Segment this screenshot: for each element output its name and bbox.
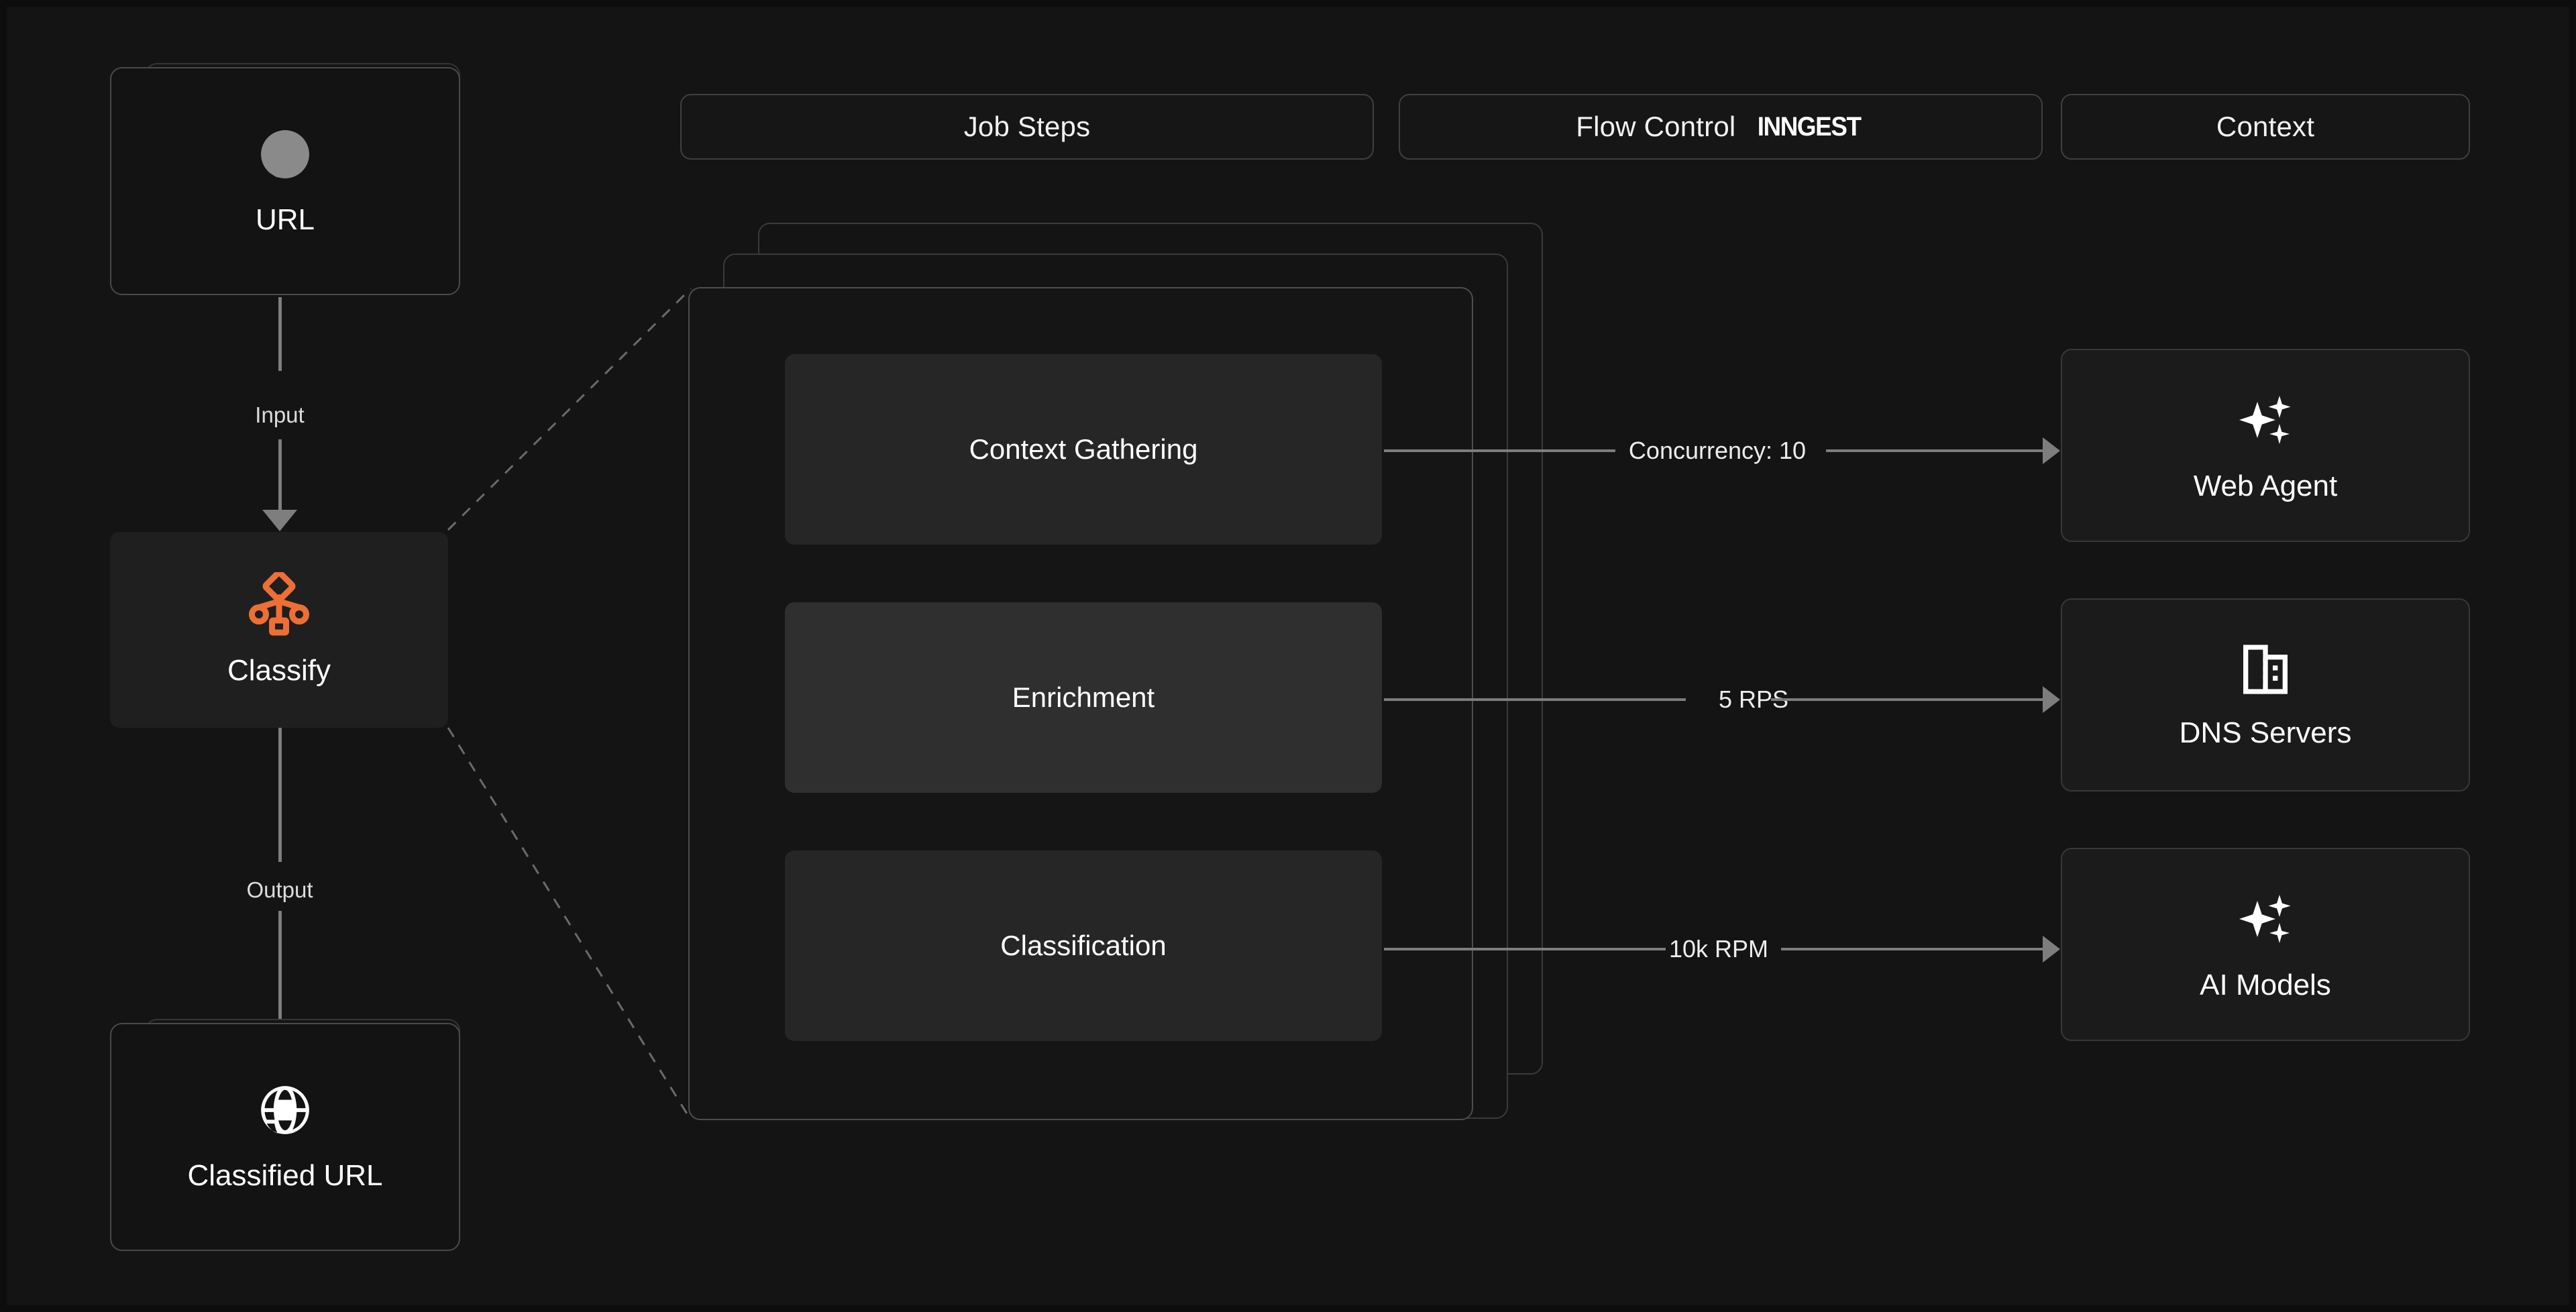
- output-card-classified-url[interactable]: Classified URL: [110, 1019, 460, 1251]
- sparkles-icon: [2233, 388, 2298, 452]
- globe-icon: [256, 1081, 314, 1139]
- edge-line-output-top: [278, 728, 282, 862]
- flow-line-3-right: [1781, 948, 2051, 950]
- process-node-label: Classify: [227, 654, 331, 687]
- flow-label-rpm: 10k RPM: [1668, 935, 1769, 963]
- output-card-label: Classified URL: [187, 1159, 383, 1192]
- flow-line-2-right: [1771, 698, 2051, 701]
- edge-arrow-input: [262, 510, 297, 531]
- input-card-front: URL: [110, 67, 460, 295]
- globe-icon: [256, 125, 314, 183]
- step-box-enrichment[interactable]: Enrichment: [785, 602, 1382, 793]
- header-pill-context[interactable]: Context: [2061, 94, 2470, 160]
- context-card-label: Web Agent: [2193, 470, 2338, 502]
- inngest-logo-text: INNGEST: [1758, 111, 1862, 142]
- context-card-label: AI Models: [2200, 969, 2331, 1001]
- flow-line-1-right: [1826, 449, 2051, 452]
- edge-line-input-bottom: [278, 439, 282, 516]
- header-label-flow-control: Flow Control: [1576, 111, 1736, 142]
- flow-line-2-left: [1384, 698, 1686, 701]
- edge-label-input: Input: [255, 402, 305, 427]
- step-box-context-gathering[interactable]: Context Gathering: [785, 354, 1382, 545]
- context-card-label: DNS Servers: [2179, 716, 2352, 749]
- flow-line-1-left: [1384, 449, 1615, 452]
- header-pill-flow-control[interactable]: Flow Control INNGEST: [1399, 94, 2043, 160]
- step-label: Classification: [1000, 930, 1167, 961]
- context-card-ai-models[interactable]: AI Models: [2061, 848, 2470, 1041]
- step-label: Enrichment: [1012, 681, 1155, 713]
- sparkles-icon: [2233, 887, 2298, 951]
- context-card-dns-servers[interactable]: DNS Servers: [2061, 598, 2470, 791]
- output-card-front: Classified URL: [110, 1023, 460, 1251]
- header-label-job-steps: Job Steps: [963, 111, 1091, 142]
- process-node-classify[interactable]: Classify: [110, 532, 448, 728]
- edge-line-input-top: [278, 297, 282, 371]
- flow-arrow-2: [2043, 686, 2060, 713]
- header-label-context: Context: [2216, 111, 2315, 142]
- flow-arrow-1: [2043, 437, 2060, 464]
- edge-line-output-bottom: [278, 911, 282, 1042]
- building-icon: [2236, 640, 2295, 699]
- context-card-web-agent[interactable]: Web Agent: [2061, 349, 2470, 542]
- edge-label-output: Output: [246, 877, 313, 902]
- flow-line-3-left: [1384, 948, 1666, 950]
- step-box-classification[interactable]: Classification: [785, 851, 1382, 1041]
- header-pill-job-steps[interactable]: Job Steps: [680, 94, 1374, 160]
- flow-label-concurrency: Concurrency: 10: [1628, 437, 1807, 464]
- input-card-label: URL: [255, 203, 315, 236]
- flow-arrow-3: [2043, 936, 2060, 963]
- workflow-hierarchy-icon: [247, 572, 311, 637]
- input-card-url[interactable]: URL: [110, 63, 460, 295]
- step-label: Context Gathering: [969, 433, 1198, 465]
